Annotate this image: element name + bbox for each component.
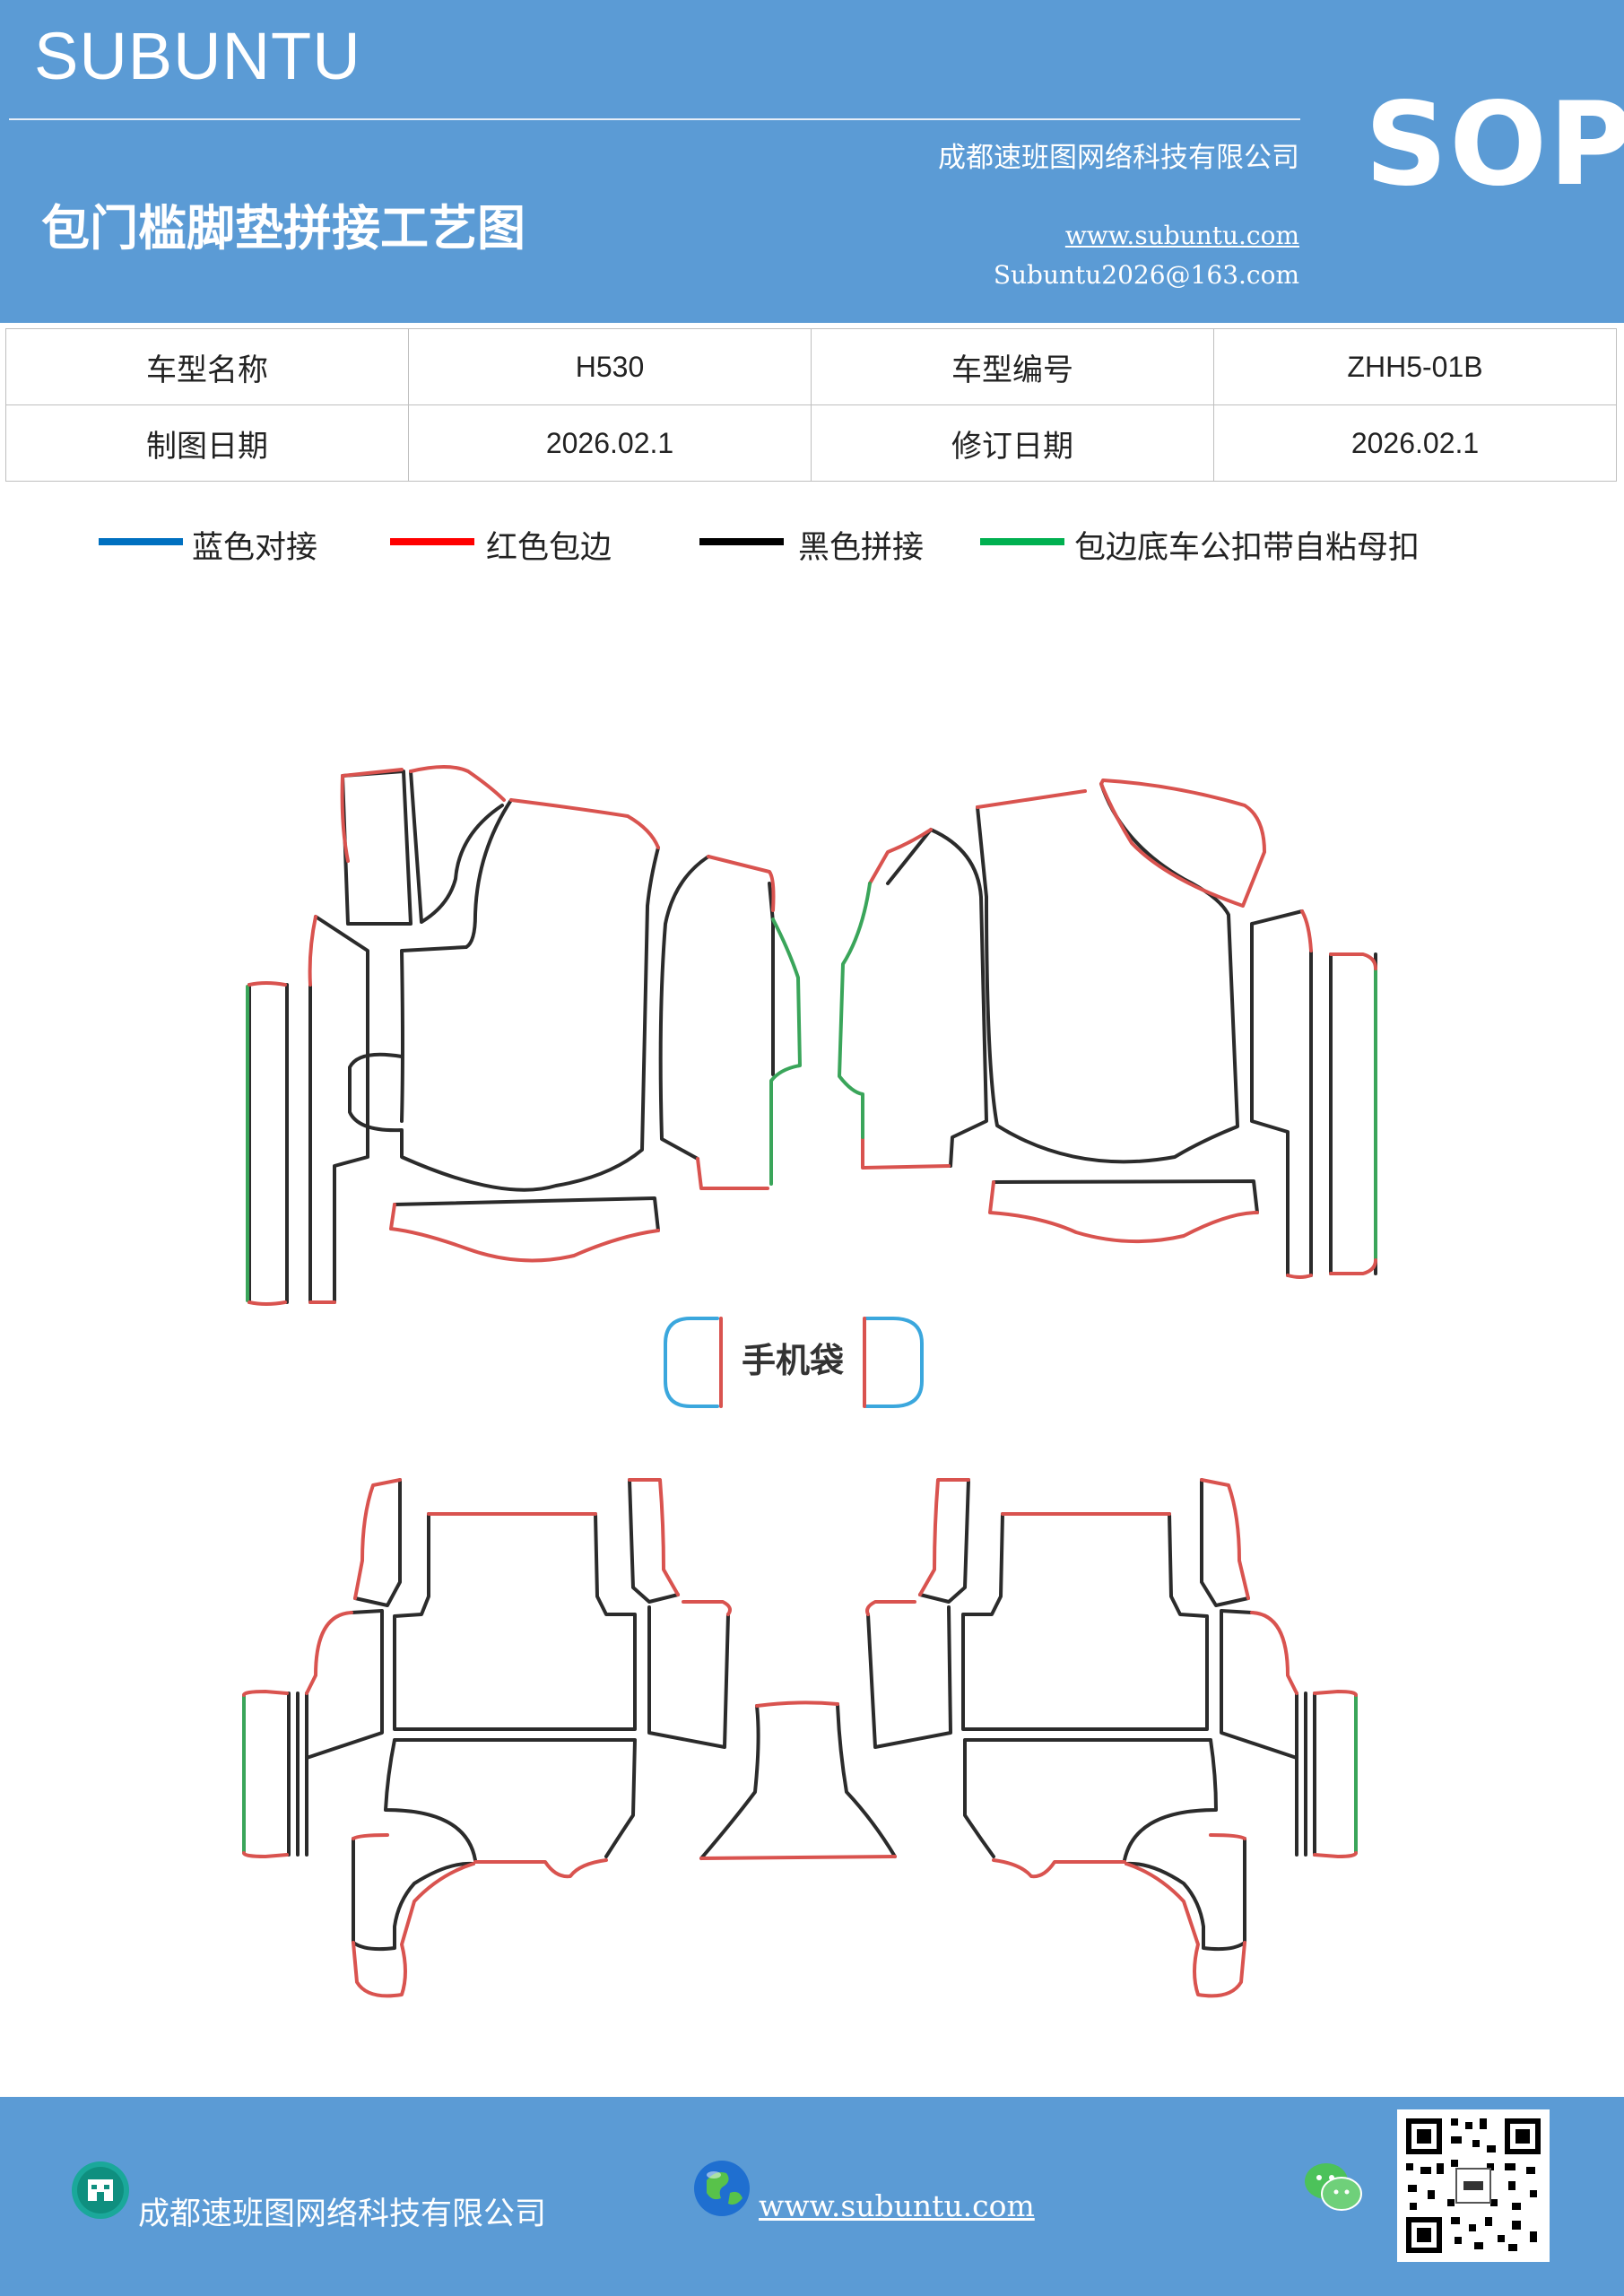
mat-piece	[1250, 909, 1313, 1277]
mat-piece	[341, 770, 413, 926]
mat-piece	[248, 983, 289, 1304]
table-row: 制图日期 2026.02.1 修订日期 2026.02.1	[5, 404, 1617, 482]
mat-edge-red	[409, 765, 506, 802]
email-address[interactable]: Subuntu2026@163.com	[993, 260, 1299, 290]
mat-edge-red	[509, 798, 660, 849]
legend-swatch-red	[390, 538, 474, 545]
mat-piece	[699, 1702, 897, 1860]
mat-edge-red	[1250, 1611, 1298, 1695]
legend-label: 包边底车公扣带自粘母扣	[1074, 530, 1420, 566]
mat-piece	[866, 1605, 952, 1749]
mat-piece	[886, 828, 988, 1168]
header-banner: SUBUNTU 成都速班图网络科技有限公司 包门槛脚垫拼接工艺图 www.sub…	[0, 0, 1624, 323]
qr-code	[1397, 2109, 1550, 2262]
table-cell: 制图日期	[5, 404, 409, 482]
legend-label: 蓝色对接	[192, 530, 318, 566]
mat-edge-red	[305, 1611, 353, 1695]
building-icon	[72, 2161, 129, 2219]
mat-piece	[961, 1512, 1209, 1731]
mat-piece	[305, 1609, 384, 1760]
mat-edge-red	[682, 1600, 732, 1616]
upper-left-mat-set	[246, 765, 802, 1306]
mat-edge-red	[353, 1478, 402, 1600]
table-cell: 2026.02.1	[408, 404, 812, 482]
mat-piece	[918, 1478, 970, 1604]
mat-edge-green	[769, 918, 802, 1186]
lower-center-mat	[699, 1700, 897, 1860]
lower-right-mat-set	[865, 1478, 1358, 1998]
mat-piece	[628, 1478, 680, 1604]
brand-name: SUBUNTU	[34, 19, 361, 93]
mat-edge-red	[1313, 1690, 1358, 1858]
table-cell: 车型名称	[5, 328, 409, 405]
wechat-icon[interactable]	[1302, 2160, 1365, 2215]
mat-piece	[308, 915, 369, 1304]
mat-piece	[353, 1478, 402, 1607]
floor-mat-diagram: 手机袋	[242, 765, 1377, 1998]
mat-piece	[348, 846, 660, 1192]
legend-label: 红色包边	[486, 530, 612, 566]
mat-piece	[287, 1692, 308, 1857]
company-name: 成都速班图网络科技有限公司	[938, 142, 1299, 174]
mat-edge-red	[340, 768, 404, 863]
table-cell: 2026.02.1	[1213, 404, 1617, 482]
footer-company: 成都速班图网络科技有限公司	[138, 2196, 547, 2232]
vehicle-info-table: 车型名称 H530 车型编号 ZHH5-01B 制图日期 2026.02.1 修…	[5, 328, 1617, 482]
mat-edge-red	[699, 1700, 897, 1860]
table-row: 车型名称 H530 车型编号 ZHH5-01B	[5, 328, 1617, 405]
mat-edge-red	[628, 1478, 680, 1596]
table-cell: H530	[408, 328, 812, 405]
mat-piece	[400, 770, 513, 1123]
phone-pocket-edge-blue	[664, 1317, 719, 1408]
mat-edge-red	[976, 778, 1266, 908]
mat-edge-red	[865, 1600, 916, 1616]
mat-edge-red	[988, 1180, 1259, 1244]
mat-edge-red	[389, 1203, 660, 1263]
mat-edge-red	[308, 915, 336, 1304]
phone-pocket-label: 手机袋	[742, 1341, 844, 1380]
phone-pocket-group: 手机袋	[664, 1317, 924, 1408]
mat-piece	[1295, 1692, 1316, 1857]
lower-left-mat-set	[242, 1478, 732, 1998]
legend-label: 黑色拼接	[798, 530, 925, 566]
mat-edge-red	[918, 1478, 970, 1596]
table-cell: 修订日期	[811, 404, 1214, 482]
header-divider	[9, 118, 1300, 120]
upper-right-mat-set	[838, 778, 1377, 1279]
mat-edge-red	[1286, 909, 1313, 1279]
mat-edge-green	[838, 882, 872, 1139]
mat-piece	[976, 782, 1239, 1164]
legend-swatch-black	[699, 538, 784, 545]
mat-edge-red	[352, 1833, 608, 1998]
mat-piece	[963, 1738, 1246, 1952]
legend-swatch-blue	[99, 538, 183, 545]
footer-website[interactable]: www.subuntu.com	[759, 2188, 1035, 2223]
website-link[interactable]: www.subuntu.com	[1064, 221, 1299, 250]
table-cell: ZHH5-01B	[1213, 328, 1617, 405]
mat-edge-red	[696, 855, 776, 1190]
mat-edge-red	[861, 828, 951, 1170]
legend-swatch-green	[980, 538, 1064, 545]
globe-icon	[694, 2161, 750, 2216]
mat-edge-red	[242, 1690, 289, 1858]
mat-piece	[1200, 1478, 1250, 1607]
mat-piece	[658, 855, 775, 1161]
mat-piece	[393, 1196, 660, 1232]
mat-piece	[992, 1179, 1259, 1214]
mat-piece	[352, 1738, 637, 1952]
mat-edge-red	[992, 1833, 1246, 1998]
mat-piece	[393, 1512, 637, 1731]
mat-piece	[1220, 1609, 1298, 1760]
phone-pocket-edge-blue	[864, 1317, 924, 1408]
sop-badge: SOP	[1365, 78, 1624, 212]
mat-piece	[647, 1605, 730, 1749]
table-cell: 车型编号	[811, 328, 1214, 405]
mat-edge-red	[248, 981, 287, 1306]
page-title: 包门槛脚垫拼接工艺图	[41, 199, 525, 257]
mat-edge-red	[1329, 952, 1377, 1275]
color-legend: 蓝色对接 红色包边 黑色拼接 包边底车公扣带自粘母扣	[0, 522, 1624, 576]
mat-piece	[1329, 952, 1377, 1275]
mat-edge-red	[1200, 1478, 1250, 1600]
